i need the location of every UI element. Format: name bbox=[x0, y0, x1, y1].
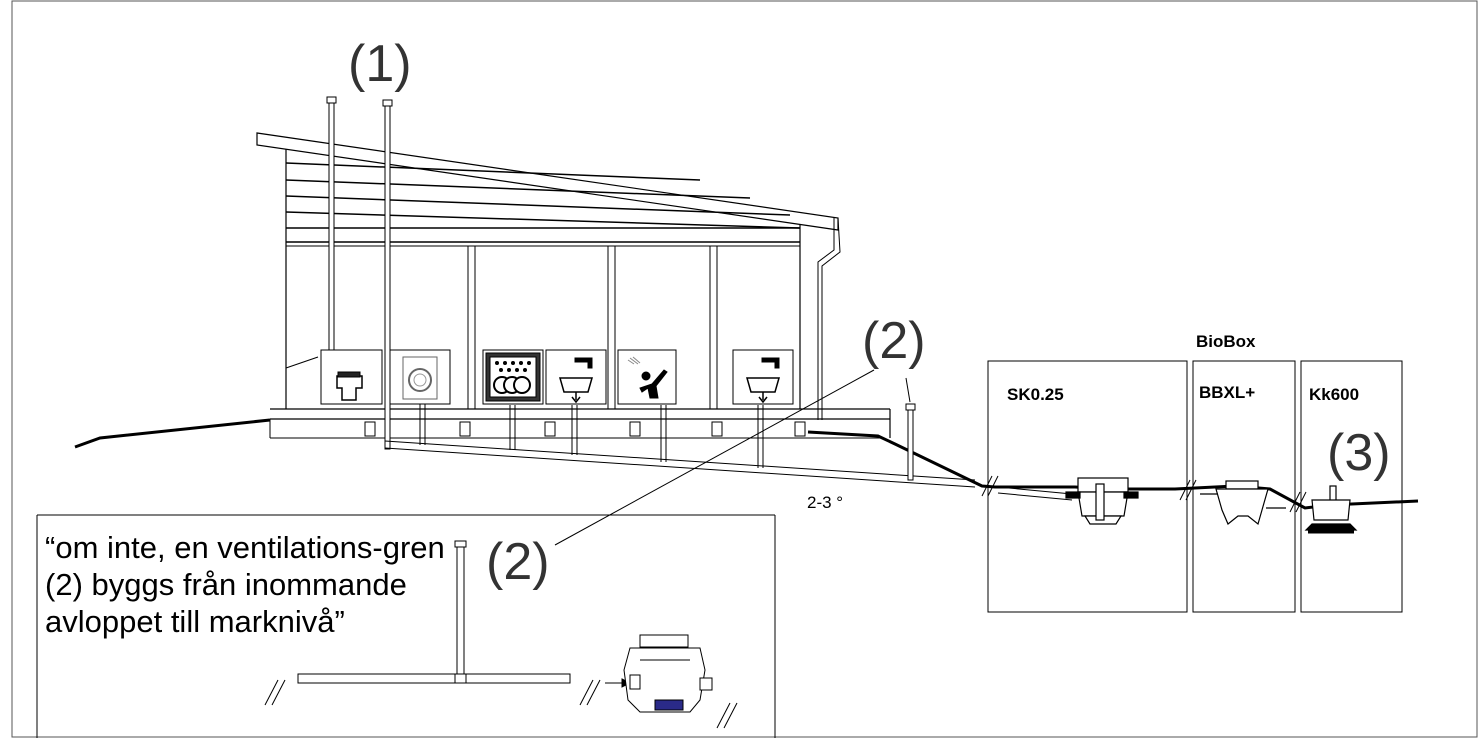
shower-icon bbox=[617, 349, 677, 405]
ground bbox=[74, 418, 1419, 510]
unit-box-kk bbox=[1300, 360, 1403, 613]
kk-tank bbox=[1304, 485, 1358, 534]
unit-label-sk: SK0.25 bbox=[1007, 385, 1064, 404]
vent-label-2-note: (2) bbox=[486, 533, 550, 591]
slope-label: 2-3 ° bbox=[807, 493, 844, 512]
note-box bbox=[36, 514, 776, 738]
sk-tank bbox=[1065, 477, 1139, 525]
bbxl-tank bbox=[1200, 480, 1286, 526]
tanks bbox=[1065, 477, 1358, 534]
drain-pipes bbox=[384, 369, 1073, 546]
unit-box-sk bbox=[987, 360, 1188, 613]
note-text: “om inte, en ventilations-gren (2) byggs… bbox=[45, 530, 445, 639]
dishwasher-icon bbox=[482, 349, 544, 405]
toilet-icon bbox=[320, 349, 383, 405]
frame bbox=[11, 0, 1478, 738]
house bbox=[256, 132, 891, 439]
unit-box-bbxl bbox=[1192, 360, 1296, 613]
sink-icon bbox=[545, 349, 607, 405]
sink-icon bbox=[732, 349, 794, 405]
vent-label-2: (2) bbox=[862, 312, 926, 370]
vent-label-1: (1) bbox=[348, 35, 412, 93]
unit-label-kk: Kk600 bbox=[1309, 385, 1360, 404]
vent-label-3: (3) bbox=[1327, 424, 1391, 482]
washing-machine-icon bbox=[389, 349, 451, 405]
unit-boxes bbox=[987, 360, 1403, 613]
fixtures bbox=[320, 349, 794, 405]
biobox-label: BioBox bbox=[1196, 332, 1256, 351]
unit-label-bbxl: BBXL+ bbox=[1199, 383, 1256, 402]
note-tank bbox=[623, 634, 713, 713]
